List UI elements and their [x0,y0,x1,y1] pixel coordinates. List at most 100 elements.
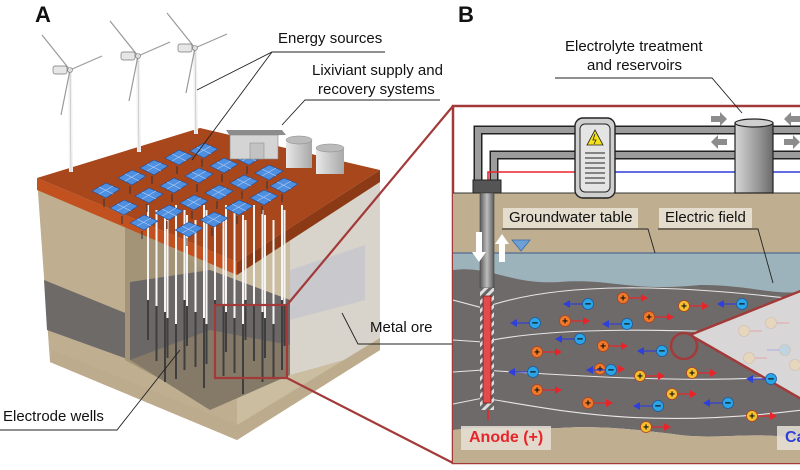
cation-sign: + [669,390,675,401]
lixiviant-label-line1: Lixiviant supply and [312,62,443,79]
turbine-nacelle [52,65,68,75]
solar-panel-grid [276,180,292,190]
panel-b-cross-section: −++−−+−+−+−++−−++−++−−+++ [451,77,800,465]
cation-sign: + [643,423,649,434]
panel-b-letter: B [458,2,474,27]
turbine-blade [69,55,103,71]
solar-panel [189,142,219,167]
cation: + [597,340,628,353]
anode-label: Anode (+) [461,426,552,450]
anion-sign: − [725,398,731,410]
solar-panel-grid [211,188,227,197]
solar-panel-grid [231,203,247,212]
electrolyte-reservoir [711,112,800,194]
ion-particle [765,317,777,329]
solar-panel [184,167,214,192]
anion-particle [765,373,777,385]
solar-panel-grid [146,163,162,172]
solar-panel [91,182,121,207]
cation-magnified [765,317,789,329]
storage-tank-2-top [315,143,345,153]
panel-a-leader-lines [0,51,452,431]
solar-panel-grid [196,145,212,155]
ion-particle [789,359,800,371]
lightning-bolt-icon [592,133,597,145]
cation-particle [640,421,652,433]
ore-translucent-layer [290,245,365,320]
turbine-blade [128,55,139,102]
field-line [453,397,800,420]
anion-sign: − [532,318,538,330]
turbine-blade [166,12,196,49]
cation-particle [582,397,594,409]
electrode-wells-leader [0,349,181,431]
cation-particle [531,346,543,358]
ion-particle [743,352,755,364]
anion: − [717,298,748,311]
arrowhead [555,348,562,356]
anion-particle [722,397,734,409]
turbine-blade [137,41,171,57]
solar-panel-grid [191,170,207,180]
solar-panel-grid [98,186,114,195]
turbine-tower-edge [137,55,140,153]
magnifier-cone [687,289,800,400]
field-line [453,287,800,309]
solar-panel-grid [211,187,227,197]
turbine-hub [67,67,73,73]
wind-turbines-group [41,12,228,173]
solar-panel-grid [231,202,247,212]
solar-panel-grid [196,146,212,155]
cation-sign: + [620,294,626,305]
arrowhead [690,390,697,398]
electrolyte-label-line1: Electrolyte treatment [565,38,703,55]
anion-sign: − [530,367,536,379]
lixiviant-label-line2: recovery systems [318,81,435,98]
solar-panel-grid [171,153,187,162]
arrowhead [555,386,562,394]
solar-panel [179,194,209,219]
cation-magnified [738,325,762,337]
magnifier-circle [669,331,699,361]
anion-particle [574,333,586,345]
arrowhead [586,366,593,374]
turbine-hub [135,53,141,59]
cation-sign: + [585,399,591,410]
solar-panel-grid [276,181,292,190]
power-control-box [574,117,616,199]
cation-sign: + [534,386,540,397]
lixiviant-facility [226,130,345,174]
arrowhead [563,300,570,308]
solar-panel-grid [171,152,187,162]
anion: − [637,345,668,358]
turbine-nacelle [120,51,136,61]
solar-panel-grid [141,190,157,200]
arrowhead [606,399,613,407]
groundwater-table-label: Groundwater table [503,208,639,228]
cation: + [666,388,697,401]
block-front-bottom [50,338,380,440]
arrowhead [555,335,562,343]
pipe-network [472,125,800,420]
solar-panel [109,199,139,224]
solar-panel-grid [206,215,222,224]
solar-panels-group [91,142,299,246]
cation-particle [634,370,646,382]
solar-panel [269,177,299,202]
anion-particle [736,298,748,310]
cation: + [746,410,777,423]
zoom-line-top [286,105,454,306]
solar-panel [134,187,164,212]
arrowhead [770,412,777,420]
arrowhead [508,368,515,376]
cation: + [617,292,648,305]
control-box-vents [585,152,605,184]
cutaway-floor [130,330,290,410]
cation-particle [559,315,571,327]
arrowhead [633,402,640,410]
cation-particle [597,340,609,352]
well-casing [479,192,495,289]
electric-field-leader [658,228,774,284]
anion-magnified [767,344,791,356]
reservoir-body [734,122,774,194]
